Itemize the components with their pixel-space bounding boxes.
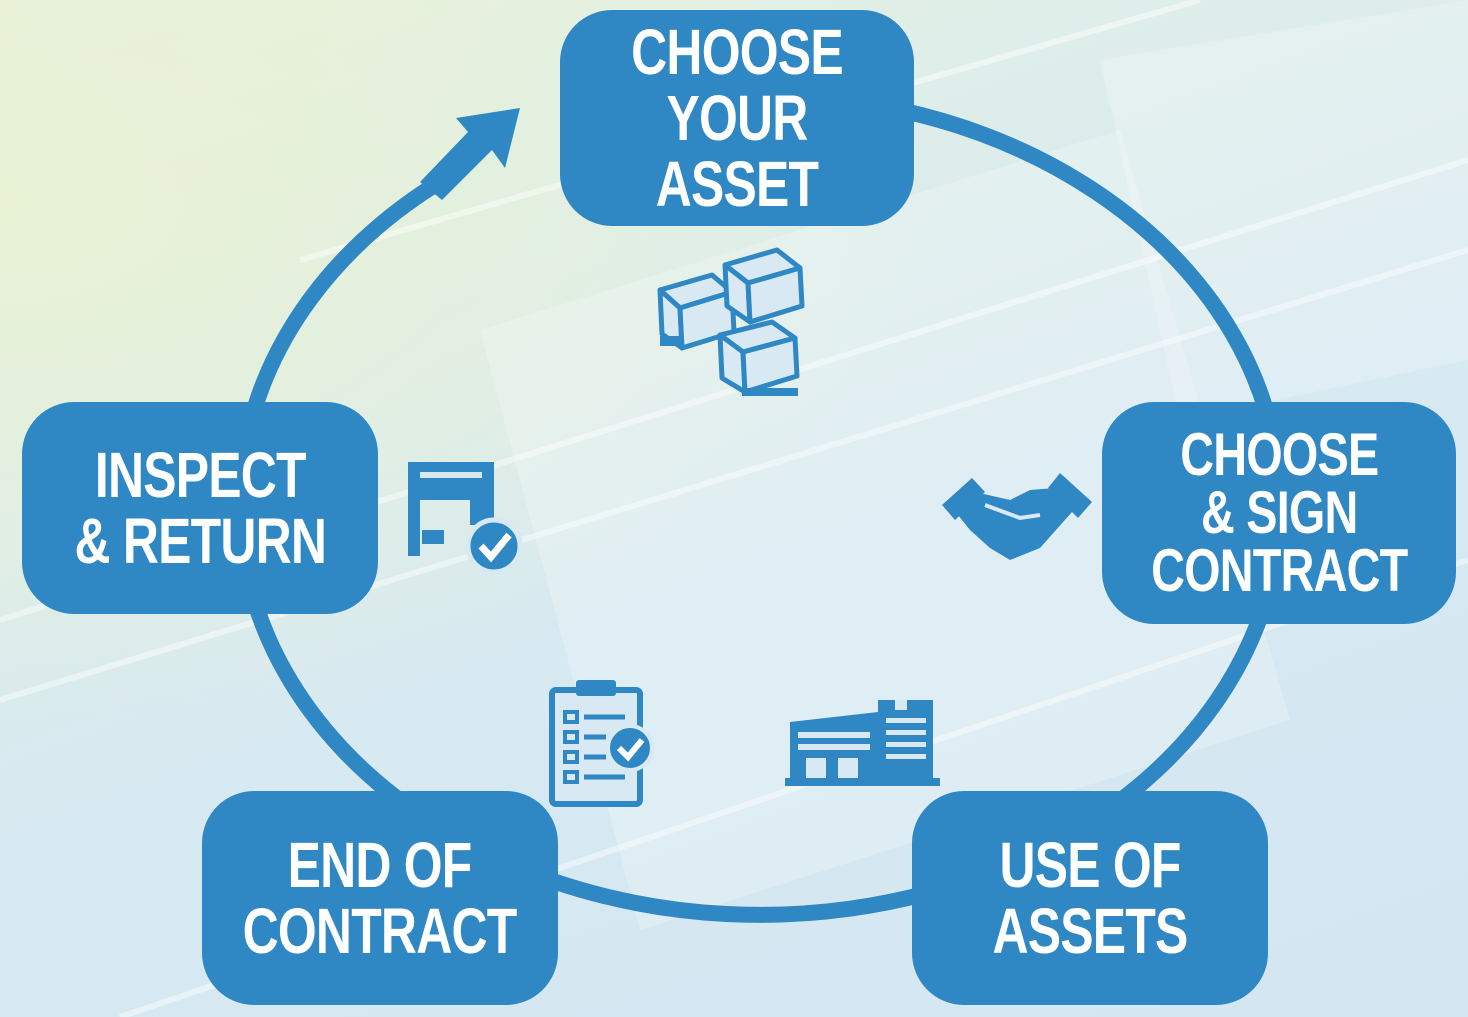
handshake-icon [942,473,1092,560]
warehouse-icon [785,700,940,786]
stage-label: CHOOSE YOUR ASSET [631,16,843,220]
stage-choose-sign-contract: CHOOSE & SIGN CONTRACT [1102,402,1456,624]
stage-end-of-contract: END OF CONTRACT [202,791,558,1005]
stage-label: INSPECT & RETURN [74,439,326,577]
stage-choose-your-asset: CHOOSE YOUR ASSET [560,10,914,226]
pallet-containers-icon [657,247,805,396]
stage-label: CHOOSE & SIGN CONTRACT [1150,421,1408,604]
checklist-icon [549,680,654,807]
stage-use-of-assets: USE OF ASSETS [912,791,1268,1005]
stage-inspect-return: INSPECT & RETURN [22,402,378,614]
stage-label: USE OF ASSETS [992,829,1188,967]
stage-label: END OF CONTRACT [243,829,518,967]
cycle-arrow-icon [420,108,520,200]
truck-check-icon [408,462,523,575]
